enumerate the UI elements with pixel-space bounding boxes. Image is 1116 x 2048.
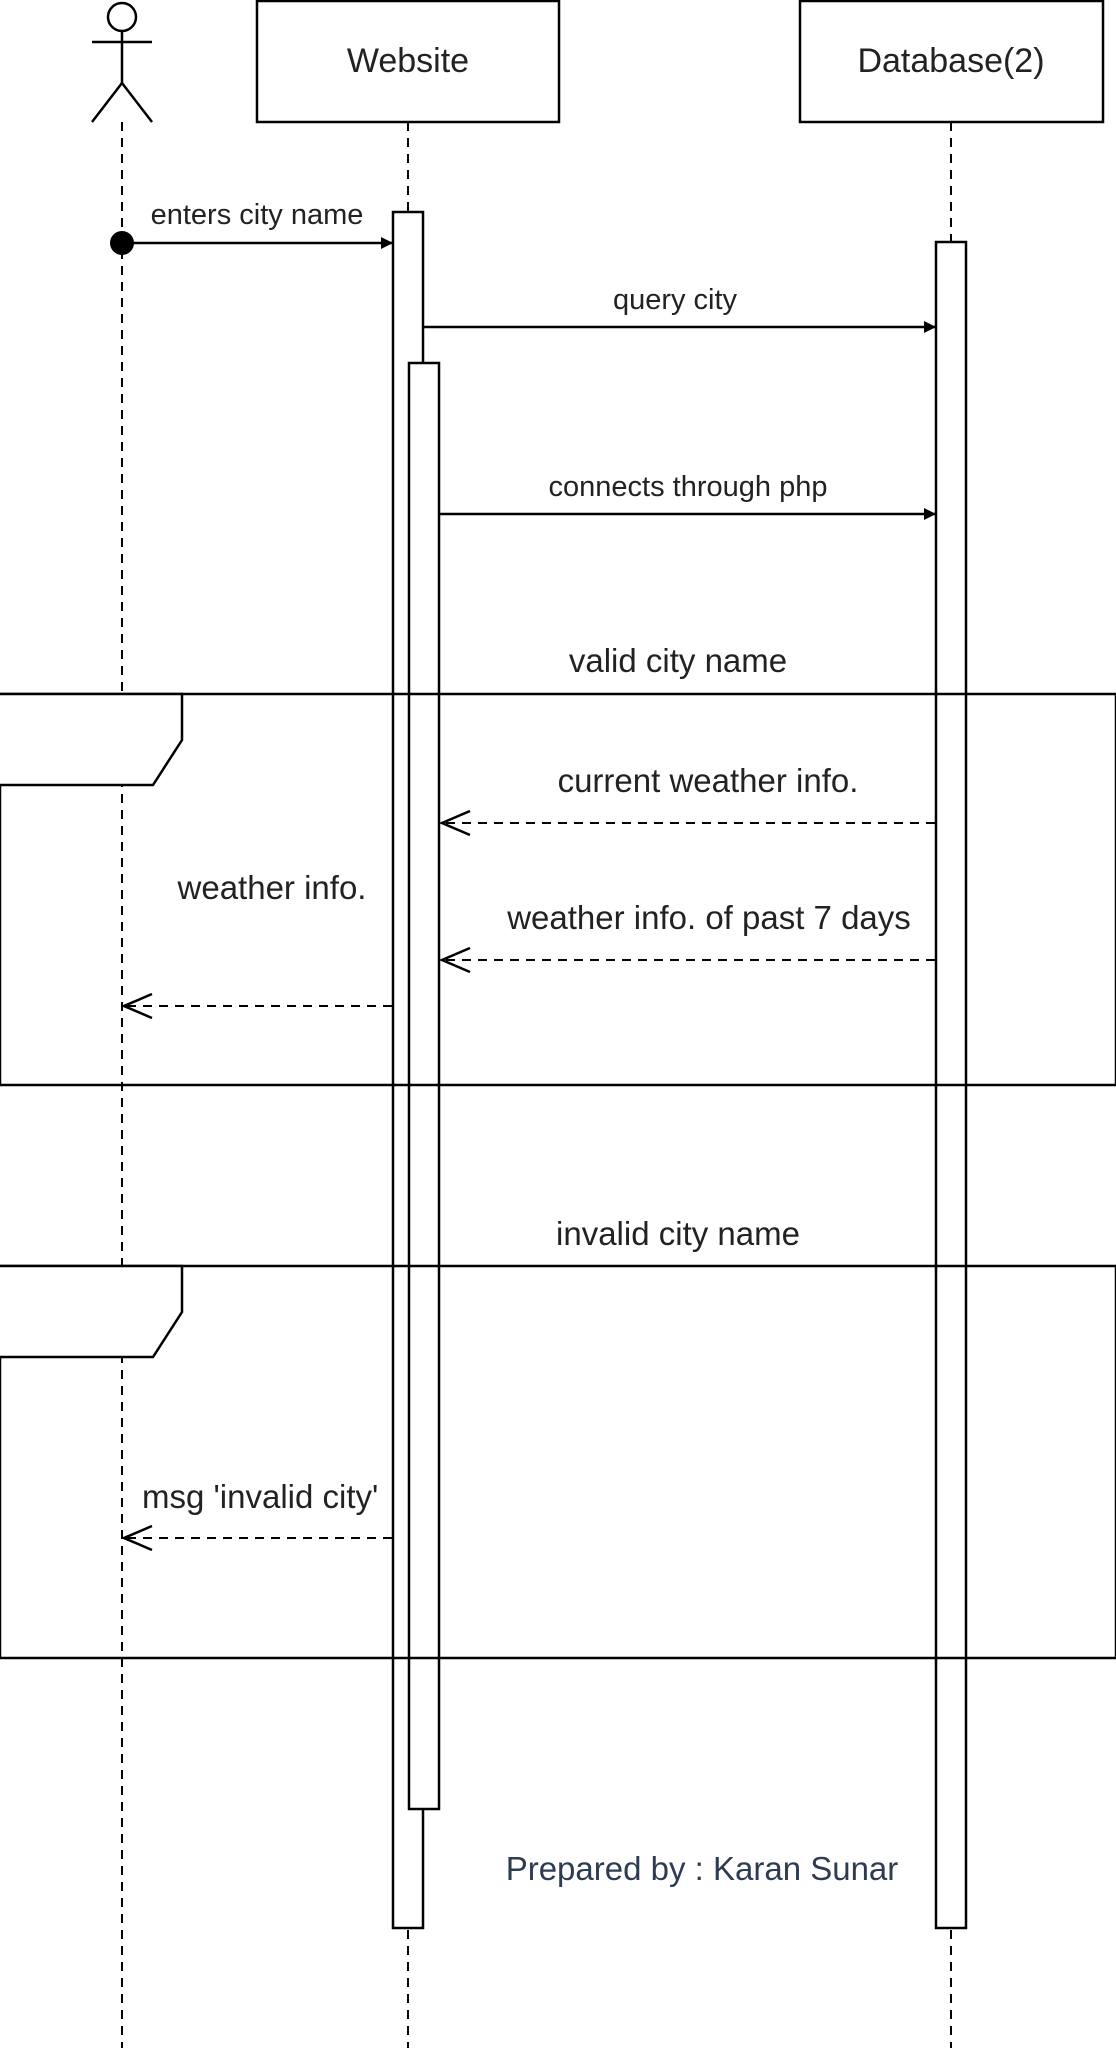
valid-city-guard: valid city name — [569, 642, 787, 679]
invalid-city-fragment — [0, 1264, 1116, 1660]
enters-city-label: enters city name — [151, 199, 364, 231]
current-weather-return: current weather info. — [438, 762, 935, 837]
query-city-label: query city — [613, 284, 738, 316]
query-city-message: query city — [423, 284, 936, 333]
invalid-fragment-tab — [0, 1264, 184, 1359]
current-weather-label: current weather info. — [558, 762, 859, 799]
connects-php-label: connects through php — [549, 471, 828, 503]
database-participant-label: Database(2) — [857, 42, 1044, 80]
weather-info-return: weather info. — [120, 869, 392, 1020]
database-participant: Database(2) — [798, 0, 1105, 124]
invalid-city-return: msg 'invalid city' — [120, 1478, 392, 1552]
weather-info-label: weather info. — [177, 869, 367, 906]
user-actor-icon — [91, 1, 153, 123]
website-participant-label: Website — [347, 42, 469, 80]
author-credit: Prepared by : Karan Sunar — [506, 1850, 899, 1887]
past-weather-return: weather info. of past 7 days — [438, 899, 935, 974]
enters-city-message: enters city name — [110, 199, 393, 255]
invalid-city-guard: invalid city name — [556, 1215, 800, 1252]
invalid-city-msg-label: msg 'invalid city' — [142, 1478, 378, 1515]
valid-city-fragment — [0, 692, 1116, 1087]
past-weather-label: weather info. of past 7 days — [506, 899, 911, 936]
website-participant: Website — [255, 0, 561, 124]
valid-fragment-tab — [0, 692, 184, 787]
connects-php-message: connects through php — [439, 471, 936, 520]
